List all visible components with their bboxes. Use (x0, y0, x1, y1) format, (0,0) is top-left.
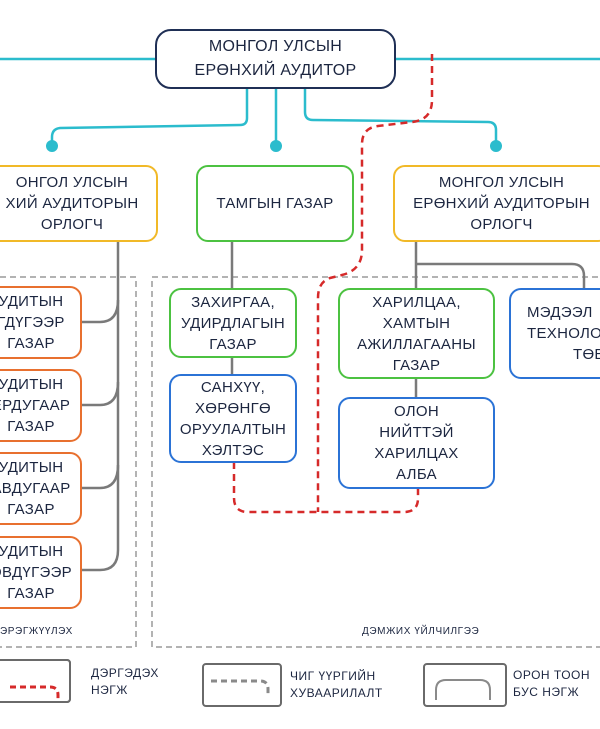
deputy-auditor-right-box: МОНГОЛ УЛСЫН ЕРӨНХИЙ АУДИТОРЫН ОРЛОГЧ (393, 165, 600, 242)
secretariat-line1: ТАМГЫН ГАЗАР (216, 195, 334, 212)
public-relations-line4: АЛБА (396, 466, 437, 483)
legend-red-dashed-icon (10, 685, 60, 699)
secretariat-box: ТАМГЫН ГАЗАР (196, 165, 354, 242)
finance-line4: ХЭЛТЭС (201, 441, 265, 459)
auditor-general-line2: ЕРӨНХИЙ АУДИТОР (194, 62, 357, 79)
audit-dept-4-line3: ГАЗАР (7, 585, 55, 602)
deputy-left-line1: ОНГОЛ УЛСЫН (15, 174, 129, 191)
support-group-frame (151, 276, 600, 648)
public-relations-unit-box: ОЛОН НИЙТТЭЙ ХАРИЛЦАХ АЛБА (338, 397, 495, 489)
legend-item-3-label: ОРОН ТООН БУС НЭГЖ (513, 667, 590, 701)
deputy-left-line3: ОРЛОГЧ (40, 216, 104, 233)
legend-item-3-line1: ОРОН ТООН (513, 668, 591, 682)
legend-item-3-line2: БУС НЭГЖ (513, 685, 580, 699)
cooperation-line2: ХАМТЫН (382, 314, 451, 332)
connector-dot-left (46, 140, 58, 152)
deputy-right-line1: МОНГОЛ УЛСЫН (438, 174, 565, 191)
legend-item-2-line2: ХУВААРИЛАЛТ (290, 686, 383, 700)
auditor-general-box: МОНГОЛ УЛСЫН ЕРӨНХИЙ АУДИТОР (155, 29, 396, 89)
finance-line2: ХӨРӨНГӨ (194, 399, 272, 417)
audit-dept-2-line2: ЁРДУГААР (0, 397, 71, 414)
it-line1: МЭДЭЭЛ (527, 304, 593, 321)
finance-line1: САНХҮҮ, (200, 378, 266, 396)
admin-line2: УДИРДЛАГЫН (180, 314, 286, 332)
audit-dept-3-line1: УДИТЫН (0, 459, 64, 476)
audit-dept-3-line2: АВДУГААР (0, 480, 71, 497)
connector-dot-center (270, 140, 282, 152)
audit-dept-1-line3: ГАЗАР (7, 335, 55, 352)
deputy-left-line2: ХИЙ АУДИТОРЫН (5, 195, 139, 212)
it-line3: ТӨВ (573, 346, 600, 363)
legend-item-1-line2: НЭГЖ (91, 683, 128, 697)
cooperation-line4: ГАЗАР (392, 356, 441, 374)
legend-grey-dashed-icon (211, 679, 270, 695)
audit-dept-2-line3: ГАЗАР (7, 418, 55, 435)
legend-item-1-label: ДЭРГЭДЭХ НЭГЖ (91, 665, 159, 699)
deputy-right-line2: ЕРӨНХИЙ АУДИТОРЫН (413, 195, 590, 212)
implementation-group-frame (0, 276, 137, 648)
admin-line1: ЗАХИРГАА, (191, 293, 275, 311)
audit-department-4-box: УДИТЫН ӨВДҮГЭЭР ГАЗАР (0, 536, 82, 609)
audit-dept-4-line2: ӨВДҮГЭЭР (0, 564, 72, 581)
deputy-right-line3: ОРЛОГЧ (470, 216, 533, 233)
it-center-box: МЭДЭЭЛ ТЕХНОЛО ТӨВ (509, 288, 600, 379)
it-line2: ТЕХНОЛО (527, 325, 600, 342)
cooperation-line1: ХАРИЛЦАА, (372, 293, 461, 311)
public-relations-line1: ОЛОН (393, 403, 440, 420)
audit-department-3-box: УДИТЫН АВДУГААР ГАЗАР (0, 452, 82, 525)
cooperation-department-box: ХАРИЛЦАА, ХАМТЫН АЖИЛЛАГААНЫ ГАЗАР (338, 288, 495, 379)
audit-dept-1-line2: ГДҮГЭЭР (0, 314, 65, 331)
audit-dept-2-line1: УДИТЫН (0, 376, 64, 393)
audit-department-1-box: УДИТЫН ГДҮГЭЭР ГАЗАР (0, 286, 82, 359)
auditor-general-line1: МОНГОЛ УЛСЫН (208, 38, 343, 55)
audit-dept-1-line1: УДИТЫН (0, 293, 64, 310)
public-relations-line3: ХАРИЛЦАХ (374, 445, 459, 462)
deputy-auditor-left-box: ОНГОЛ УЛСЫН ХИЙ АУДИТОРЫН ОРЛОГЧ (0, 165, 158, 242)
public-relations-line2: НИЙТТЭЙ (379, 424, 454, 441)
support-group-caption: ДЭМЖИХ ҮЙЛЧИЛГЭЭ (362, 626, 480, 637)
legend-grey-solid-icon (435, 679, 491, 700)
legend-item-2-line1: ЧИГ ҮҮРГИЙН (290, 669, 376, 683)
audit-department-2-box: УДИТЫН ЁРДУГААР ГАЗАР (0, 369, 82, 442)
cooperation-line3: АЖИЛЛАГААНЫ (357, 335, 476, 353)
connector-dot-right (490, 140, 502, 152)
finance-division-box: САНХҮҮ, ХӨРӨНГӨ ОРУУЛАЛТЫН ХЭЛТЭС (169, 374, 297, 463)
legend-item-2-label: ЧИГ ҮҮРГИЙН ХУВААРИЛАЛТ (290, 668, 383, 702)
legend-item-1-line1: ДЭРГЭДЭХ (91, 666, 159, 680)
audit-dept-4-line1: УДИТЫН (0, 543, 64, 560)
implementation-group-caption: ЭРЭГЖҮҮЛЭХ (0, 626, 73, 637)
admin-line3: ГАЗАР (209, 335, 257, 353)
finance-line3: ОРУУЛАЛТЫН (179, 420, 287, 438)
admin-department-box: ЗАХИРГАА, УДИРДЛАГЫН ГАЗАР (169, 288, 297, 358)
audit-dept-3-line3: ГАЗАР (7, 501, 55, 518)
